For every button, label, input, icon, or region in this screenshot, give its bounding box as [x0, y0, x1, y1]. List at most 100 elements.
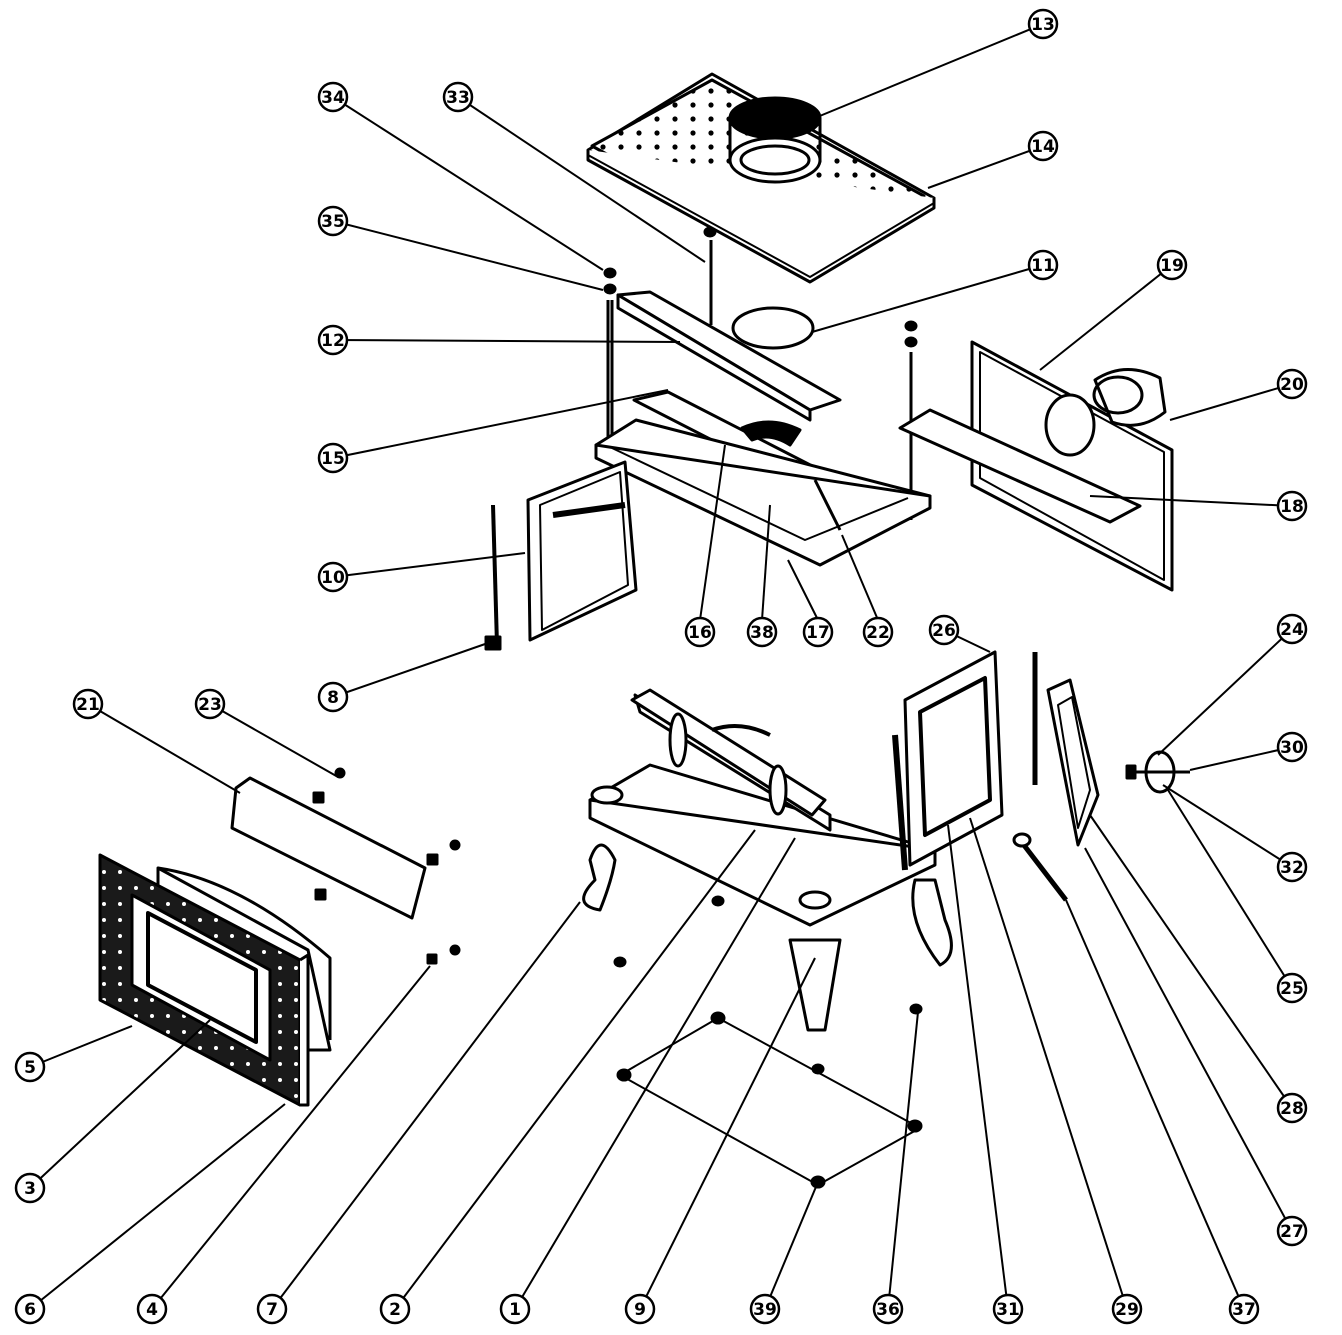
- callout-circle: [1111, 1293, 1143, 1325]
- callout-23: 23: [194, 688, 226, 720]
- callout-36: 36: [872, 1293, 904, 1325]
- front-shield-part: [230, 767, 461, 965]
- callout-label: 4: [146, 1300, 158, 1320]
- callout-circle: [1027, 130, 1059, 162]
- floor-plate-part: [613, 895, 923, 1189]
- callout-31: 31: [992, 1293, 1024, 1325]
- callout-24: 24: [1276, 613, 1308, 645]
- callout-label: 30: [1280, 738, 1304, 758]
- left-side-panel-part: [484, 460, 638, 651]
- callout-label: 28: [1280, 1099, 1304, 1119]
- callout-13: 13: [1027, 8, 1059, 40]
- callout-2: 2: [379, 1293, 411, 1325]
- callout-label: 3: [24, 1179, 36, 1199]
- callout-label: 1: [509, 1300, 521, 1320]
- callout-27: 27: [1276, 1215, 1308, 1247]
- callout-circle: [802, 616, 834, 648]
- callout-16: 16: [684, 616, 716, 648]
- callout-label: 29: [1115, 1300, 1139, 1320]
- callout-label: 8: [327, 688, 339, 708]
- baffle-part: [616, 290, 842, 482]
- callout-circle: [1276, 851, 1308, 883]
- callout-label: 21: [76, 695, 100, 715]
- callout-label: 12: [321, 331, 345, 351]
- callout-14: 14: [1027, 130, 1059, 162]
- callout-8: 8: [317, 681, 349, 713]
- callout-circle: [379, 1293, 411, 1325]
- callout-label: 26: [932, 621, 956, 641]
- callout-label: 11: [1031, 256, 1055, 276]
- tie-rod-part: [603, 226, 918, 520]
- callout-label: 15: [321, 449, 345, 469]
- callout-1: 1: [499, 1293, 531, 1325]
- callout-label: 27: [1280, 1222, 1304, 1242]
- callout-label: 31: [996, 1300, 1020, 1320]
- callout-37: 37: [1228, 1293, 1260, 1325]
- callout-circle: [317, 205, 349, 237]
- callout-18: 18: [1276, 490, 1308, 522]
- callout-label: 33: [446, 88, 470, 108]
- callout-21: 21: [72, 688, 104, 720]
- callout-label: 32: [1280, 858, 1304, 878]
- callout-circle: [872, 1293, 904, 1325]
- callout-label: 2: [389, 1300, 401, 1320]
- callout-circle: [1027, 249, 1059, 281]
- callout-label: 25: [1280, 979, 1304, 999]
- callout-circle: [256, 1293, 288, 1325]
- callout-circle: [317, 681, 349, 713]
- callout-circle: [14, 1051, 46, 1083]
- callout-29: 29: [1111, 1293, 1143, 1325]
- callout-label: 38: [750, 623, 774, 643]
- callout-circle: [136, 1293, 168, 1325]
- callout-circle: [624, 1293, 656, 1325]
- callout-9: 9: [624, 1293, 656, 1325]
- callout-circle: [72, 688, 104, 720]
- callout-circle: [317, 561, 349, 593]
- callout-circle: [1276, 731, 1308, 763]
- callout-circle: [1276, 613, 1308, 645]
- callout-circle: [1276, 1215, 1308, 1247]
- callout-circle: [194, 688, 226, 720]
- callout-circle: [499, 1293, 531, 1325]
- callout-26: 26: [928, 614, 960, 646]
- callout-label: 7: [266, 1300, 278, 1320]
- leader-lines: [29, 23, 1293, 1310]
- callout-label: 6: [24, 1300, 36, 1320]
- callout-5: 5: [14, 1051, 46, 1083]
- callout-11: 11: [1027, 249, 1059, 281]
- callout-circle: [317, 442, 349, 474]
- callout-35: 35: [317, 205, 349, 237]
- air-control-part: [1125, 750, 1190, 794]
- callout-circle: [442, 81, 474, 113]
- callout-label: 10: [321, 568, 345, 588]
- callout-circle: [317, 81, 349, 113]
- callout-33: 33: [442, 81, 474, 113]
- callout-34: 34: [317, 81, 349, 113]
- callout-6: 6: [14, 1293, 46, 1325]
- callout-17: 17: [802, 616, 834, 648]
- callout-label: 36: [876, 1300, 900, 1320]
- callout-circle: [1228, 1293, 1260, 1325]
- callout-circle: [1276, 972, 1308, 1004]
- callout-15: 15: [317, 442, 349, 474]
- callout-7: 7: [256, 1293, 288, 1325]
- callout-22: 22: [862, 616, 894, 648]
- callout-label: 9: [634, 1300, 646, 1320]
- callout-circle: [1276, 490, 1308, 522]
- callout-label: 24: [1280, 620, 1304, 640]
- callout-19: 19: [1156, 249, 1188, 281]
- callout-circle: [928, 614, 960, 646]
- callout-12: 12: [317, 324, 349, 356]
- callout-circle: [862, 616, 894, 648]
- callout-28: 28: [1276, 1092, 1308, 1124]
- callout-4: 4: [136, 1293, 168, 1325]
- callout-label: 13: [1031, 15, 1055, 35]
- front-door-part: [98, 853, 332, 1107]
- callout-circle: [14, 1172, 46, 1204]
- right-side-panel-part: [898, 340, 1174, 592]
- callout-label: 35: [321, 212, 345, 232]
- callout-label: 16: [688, 623, 712, 643]
- callout-label: 19: [1160, 256, 1184, 276]
